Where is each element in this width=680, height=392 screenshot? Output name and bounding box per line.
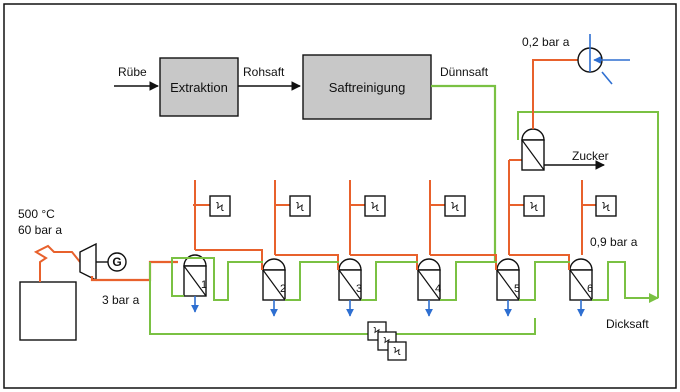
stage-number: 5 (514, 283, 520, 295)
crystallizer-dome (521, 128, 545, 141)
live-steam-line (33, 244, 81, 282)
evaporator-dome (262, 258, 286, 271)
evaporator-diagonal (262, 269, 286, 301)
heater-box (595, 195, 617, 217)
evaporator-dome (417, 258, 441, 271)
vapor-1-to-2 (195, 249, 263, 270)
heater-symbol: Ϟ (216, 200, 224, 214)
evaporator-diagonal (183, 265, 207, 297)
boiler-box (19, 281, 77, 341)
cooling-water-out (601, 71, 613, 85)
generator-letter: G (112, 255, 121, 269)
evaporator-stage-2: Ϟ 2 (262, 180, 311, 317)
stage-number: 1 (201, 279, 207, 291)
evaporator-dome (183, 254, 207, 267)
raw-juice-label: Rohsaft (243, 65, 285, 79)
evaporator-stage-5: Ϟ 5 (496, 159, 545, 317)
stage-number: 4 (435, 283, 441, 295)
diagram-border (3, 3, 677, 389)
evaporator-diagonal (338, 269, 362, 301)
heater-box (523, 195, 545, 217)
heater-symbol: Ϟ (602, 200, 610, 214)
juice-heater-stack: Ϟ Ϟ Ϟ (367, 321, 407, 361)
stage-number: 2 (280, 283, 286, 295)
evaporator-stage-1: Ϟ 1 (183, 180, 231, 313)
heater-box (387, 341, 407, 361)
evaporator-diagonal (417, 269, 441, 301)
evaporator-dome (338, 258, 362, 271)
heater-symbol: Ϟ (451, 200, 459, 214)
last-stage-pressure-label: 0,9 bar a (590, 235, 638, 249)
crystallizer-diagonal (521, 139, 545, 171)
thick-juice-to-crystallizer (517, 111, 659, 298)
heater-symbol: Ϟ (374, 326, 381, 338)
evaporator-diagonal (569, 269, 593, 301)
turbine-symbol (79, 242, 97, 282)
heater-box (364, 195, 386, 217)
purification-label: Saftreinigung (329, 80, 406, 95)
crystallizer-vapor-line (532, 59, 580, 129)
heater-box (209, 195, 231, 217)
thin-juice-label: Dünnsaft (440, 65, 489, 79)
thin-juice-line (431, 84, 497, 262)
evaporator-stage-3: Ϟ 3 (338, 180, 386, 317)
evaporator-stage-6: Ϟ 6 (569, 180, 617, 317)
exhaust-pressure-label: 3 bar a (102, 293, 140, 307)
juice-2-to-3 (285, 261, 339, 301)
heater-box (444, 195, 466, 217)
generator-symbol (107, 252, 127, 272)
evaporator-stage-4: Ϟ 4 (417, 180, 466, 317)
juice-return-loop (149, 262, 536, 335)
evaporator-diagonal (496, 269, 520, 301)
sugar-label: Zucker (572, 149, 609, 163)
heater-symbol: Ϟ (384, 336, 391, 348)
juice-4-to-5 (440, 261, 497, 301)
exhaust-steam-line (90, 260, 178, 282)
condenser-pressure-label: 0,2 bar a (522, 35, 570, 49)
boiler-pressure-label: 60 bar a (18, 223, 62, 237)
thick-juice-label: Dicksaft (606, 317, 649, 331)
heater-symbol: Ϟ (296, 200, 304, 214)
vapor-4-to-5 (430, 254, 497, 270)
extraction-box (159, 57, 239, 117)
unused (195, 226, 275, 250)
vapor-5-to-6 (509, 254, 570, 270)
juice-5-to-6 (519, 261, 570, 301)
evaporator-dome (569, 258, 593, 271)
stage-number: 6 (587, 283, 593, 295)
beet-label: Rübe (118, 65, 147, 79)
vapor-2-to-3 (275, 254, 339, 270)
heater-symbol: Ϟ (394, 346, 401, 358)
extraction-label: Extraktion (170, 80, 228, 95)
heater-symbol: Ϟ (530, 200, 538, 214)
heater-symbol: Ϟ (371, 200, 379, 214)
boiler-temperature-label: 500 °C (18, 207, 55, 221)
thick-juice-outlet (592, 261, 659, 303)
juice-3-to-4 (361, 261, 418, 301)
heater-box (289, 195, 311, 217)
stage-number: 3 (356, 283, 362, 295)
juice-1-to-2 (171, 257, 263, 301)
evaporator-dome (496, 258, 520, 271)
vapor-3-to-4 (350, 254, 418, 270)
